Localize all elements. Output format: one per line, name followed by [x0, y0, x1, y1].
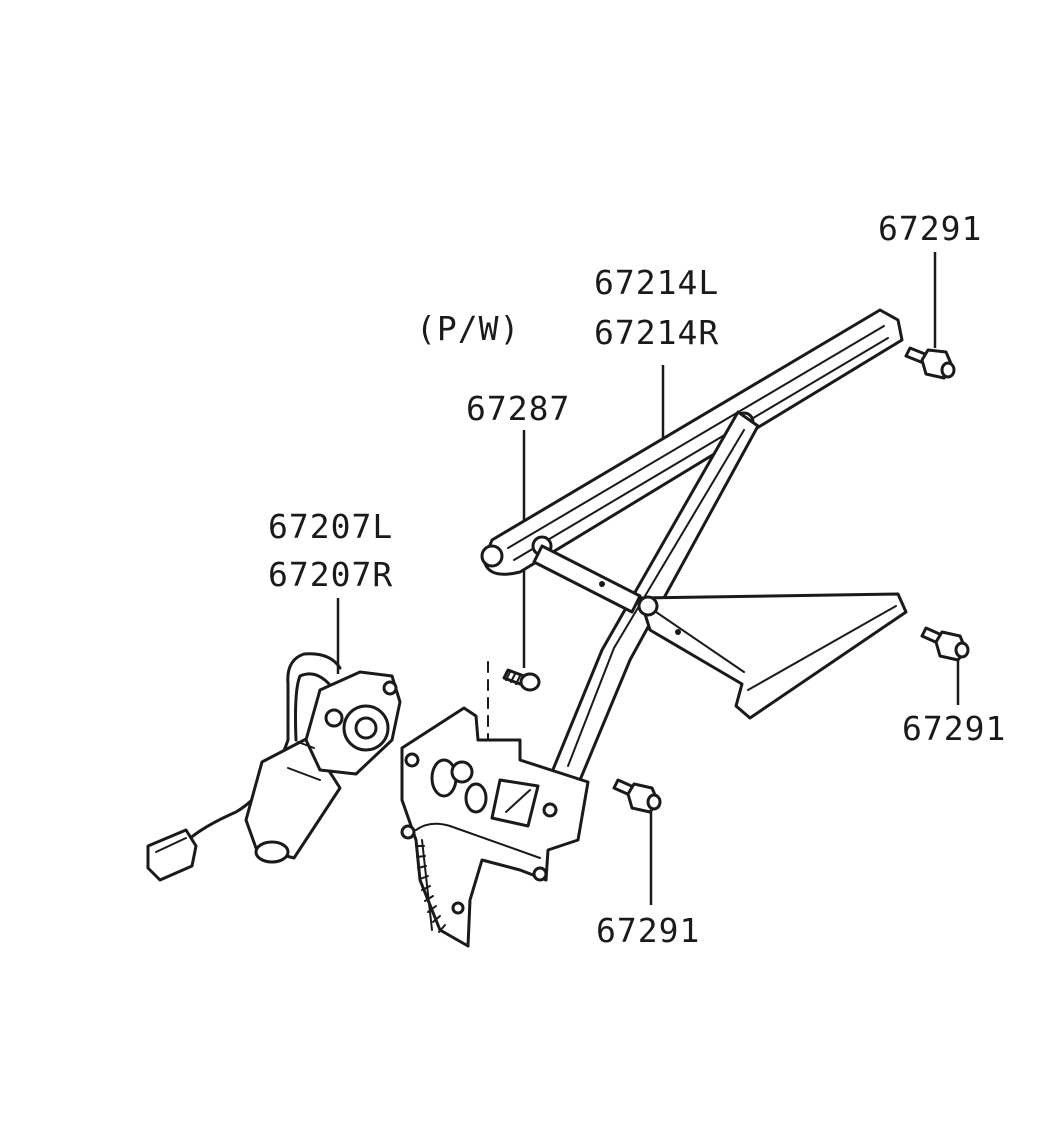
label-regulator-l: 67214L	[594, 263, 720, 302]
gear-teeth	[415, 845, 446, 933]
label-screw: 67287	[466, 389, 571, 428]
sector-gear-plate	[400, 706, 590, 948]
label-motor-l: 67207L	[268, 507, 394, 546]
label-bolt-mid-right: 67291	[902, 709, 1007, 748]
window-motor	[146, 652, 402, 882]
motor-wire	[186, 652, 342, 842]
label-bolt-top-right: 67291	[878, 209, 983, 248]
label-regulator-r: 67214R	[594, 313, 720, 352]
label-motor-r: 67207R	[268, 555, 394, 594]
bolt-mid-right	[920, 626, 970, 662]
label-power-window-note: (P/W)	[416, 309, 521, 348]
bolt-bottom	[612, 778, 662, 814]
motor-connector	[146, 828, 198, 882]
bolt-top-right	[904, 346, 956, 380]
window-regulator	[480, 308, 908, 782]
lower-rail	[638, 592, 908, 720]
label-bolt-bottom: 67291	[596, 911, 701, 950]
screw-67287	[502, 668, 541, 692]
